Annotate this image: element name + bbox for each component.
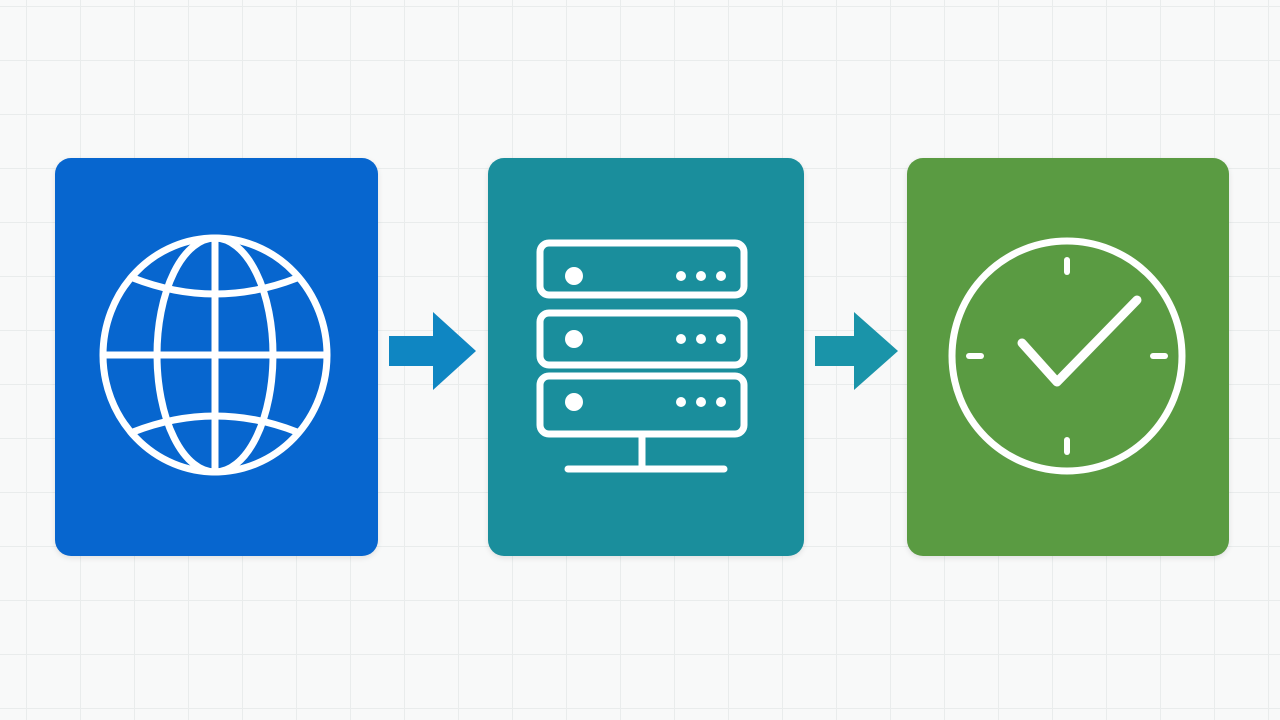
arrow-right-icon	[389, 312, 476, 390]
status-node	[907, 158, 1229, 556]
server-node	[488, 158, 804, 556]
arrow-right-icon	[815, 312, 898, 390]
clock-check-icon	[948, 237, 1186, 475]
flow-arrow-1	[386, 308, 478, 394]
web-node	[55, 158, 378, 556]
flow-arrow-2	[812, 308, 904, 394]
server-rack-icon	[536, 239, 748, 473]
globe-icon	[99, 234, 331, 476]
